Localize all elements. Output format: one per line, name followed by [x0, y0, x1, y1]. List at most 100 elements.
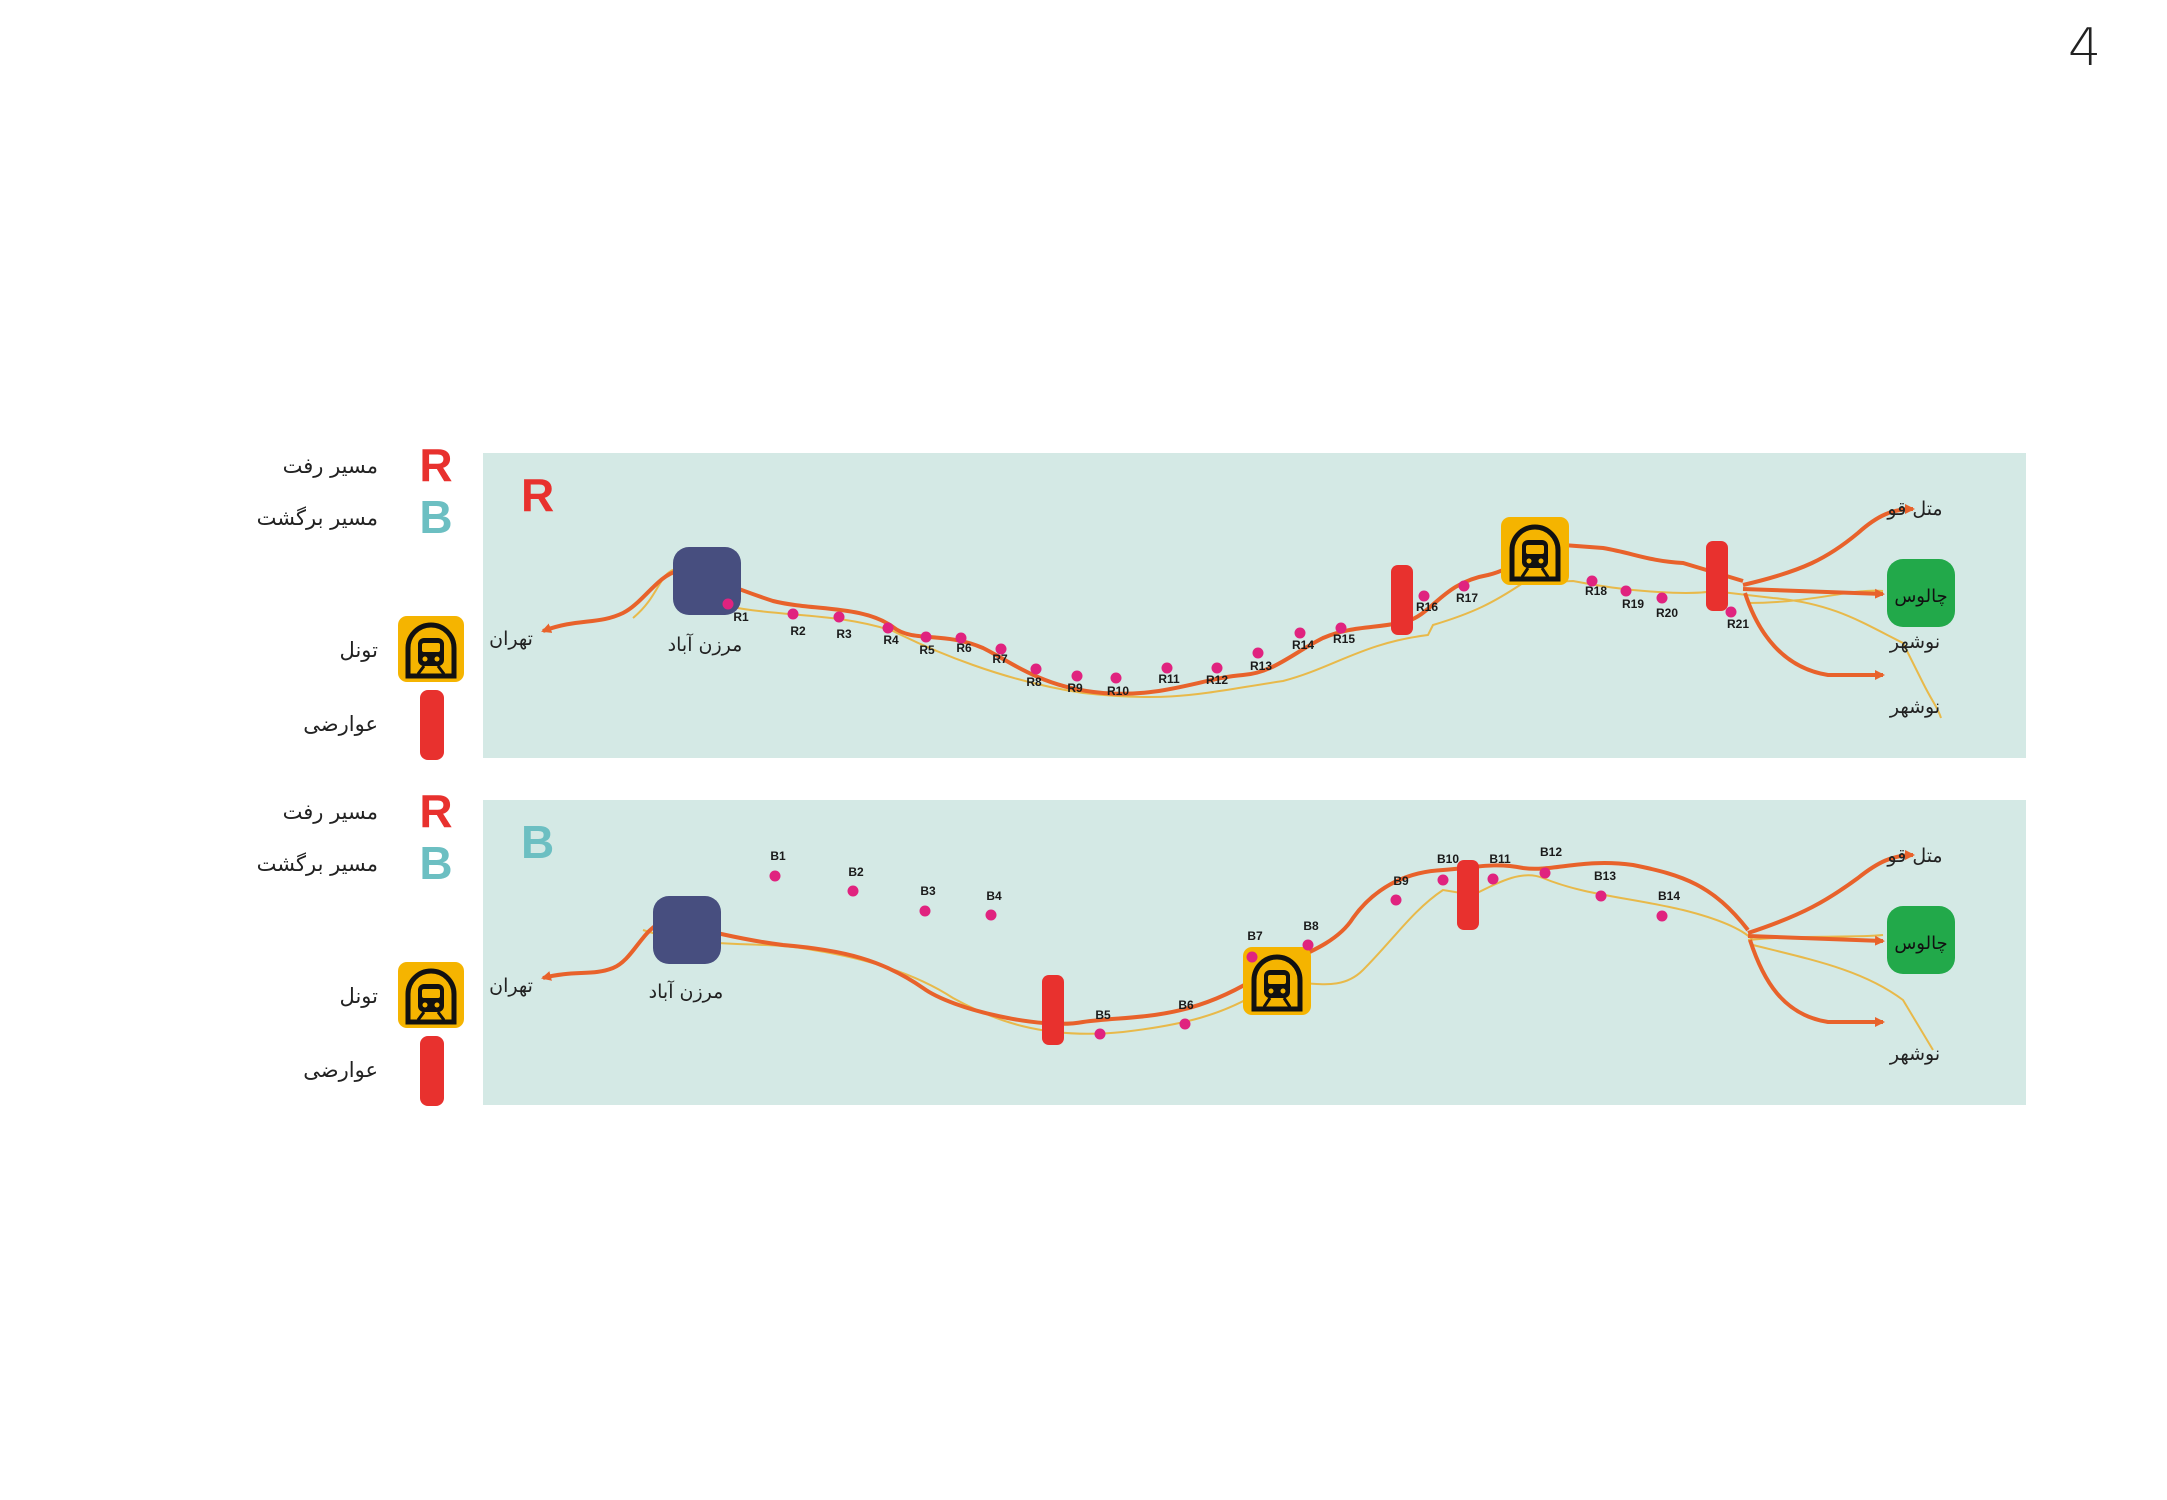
legend-return-letter: B [419, 491, 453, 543]
forward-station-label: R12 [1206, 673, 1228, 687]
return-station-dot [769, 870, 781, 882]
forward-station-dot [722, 598, 734, 610]
legend-forward-row: مسیر رفت R [270, 785, 470, 846]
forward-station-dot [1110, 672, 1122, 684]
legend-return-row: مسیر برگشت B [257, 837, 470, 898]
incident-marker [1391, 565, 1413, 635]
legend-forward-letter: R [419, 785, 453, 837]
place-tehran: تهران [489, 975, 533, 997]
place-metel-qu: متل قو [1886, 498, 1942, 520]
page-number: 4 [2068, 18, 2102, 78]
forward-station-dot [1586, 575, 1598, 587]
legend-incident-row: عوارضی [270, 690, 470, 764]
main-route [662, 861, 1750, 1026]
legend-forward-letter: R [419, 439, 453, 491]
forward-station-dot [1211, 662, 1223, 674]
main-route [1748, 939, 1885, 1027]
forward-station-dot [1335, 622, 1347, 634]
forward-station-label: R20 [1656, 606, 1678, 620]
forward-station-dot [1656, 592, 1668, 604]
return-station-label: B1 [770, 849, 786, 863]
legend-return-label: مسیر برگشت [256, 506, 378, 530]
forward-station-dot [955, 632, 967, 644]
route-map-return: B مرزن آباد تهران چالوس متل قو نوشهر B1B [489, 816, 1955, 1065]
return-station-dot [1437, 874, 1449, 886]
forward-station-label: R19 [1622, 597, 1644, 611]
return-station-label: B11 [1489, 852, 1511, 866]
forward-station-dot [920, 631, 932, 643]
forward-station-label: R7 [992, 652, 1008, 666]
forward-station-dot [882, 622, 894, 634]
place-marzan-abad: مرزن آباد [668, 632, 743, 656]
alternate-route [642, 874, 1754, 1035]
forward-station-label: R1 [733, 610, 749, 624]
return-station-dot [1656, 910, 1668, 922]
forward-station-dot [1418, 590, 1430, 602]
forward-station-label: R9 [1067, 681, 1083, 695]
forward-station-label: R17 [1456, 591, 1478, 605]
main-route [541, 569, 679, 633]
place-nowshahr: نوشهر [1889, 1043, 1940, 1065]
return-station-label: B9 [1393, 874, 1409, 888]
forward-station-dot [1620, 585, 1632, 597]
tunnel-icon [398, 962, 464, 1028]
return-station-label: B4 [986, 889, 1002, 903]
main-route [1747, 850, 1915, 935]
return-station-label: B6 [1178, 998, 1194, 1012]
return-station-label: B12 [1540, 845, 1562, 859]
forward-station-dot [1725, 606, 1737, 618]
legend-tunnel-label: تونل [339, 984, 378, 1008]
forward-station-dot [1252, 647, 1264, 659]
forward-station-label: R10 [1107, 684, 1129, 698]
tunnel-icon [1501, 517, 1569, 585]
incident-marker [1042, 975, 1064, 1045]
incident-marker [1706, 541, 1728, 611]
return-station-label: B10 [1437, 852, 1459, 866]
place-metel-qu: متل قو [1886, 845, 1942, 867]
return-station-dot [1179, 1018, 1191, 1030]
forward-station-label: R3 [836, 627, 852, 641]
place-tehran: تهران [489, 628, 533, 650]
forward-station-label: R15 [1333, 632, 1355, 646]
legend-forward-label: مسیر رفت [282, 800, 378, 824]
chalus-node [1887, 906, 1955, 974]
forward-station-label: R5 [919, 643, 935, 657]
forward-station-dot [833, 611, 845, 623]
alternate-route [1752, 944, 1934, 1051]
place-nowshahr: نوشهر [1889, 631, 1940, 653]
place-marzan-abad: مرزن آباد [649, 979, 724, 1003]
forward-station-label: R14 [1292, 638, 1314, 652]
forward-station-dot [787, 608, 799, 620]
panel-letter: R [521, 469, 554, 521]
return-station-dot [1595, 890, 1607, 902]
forward-station-dot [1458, 580, 1470, 592]
forward-station-label: R18 [1585, 584, 1607, 598]
forward-station-dot [1161, 662, 1173, 674]
return-station-dot [1246, 951, 1258, 963]
forward-station-label: R6 [956, 641, 972, 655]
main-route [1747, 934, 1885, 946]
marzan-abad-node [653, 896, 721, 964]
return-station-label: B2 [848, 865, 864, 879]
tunnel-icon [398, 616, 464, 682]
legend-tunnel-label: تونل [339, 638, 378, 662]
return-station-dot [1487, 873, 1499, 885]
return-station-label: B3 [920, 884, 936, 898]
return-station-dot [1094, 1028, 1106, 1040]
legend-forward-label: مسیر رفت [282, 454, 378, 478]
panel-letter: B [521, 816, 554, 868]
main-route [1742, 504, 1915, 587]
return-station-label: B14 [1658, 889, 1680, 903]
return-station-dot [919, 905, 931, 917]
forward-station-dot [995, 643, 1007, 655]
forward-station-dot [1030, 663, 1042, 675]
return-station-label: B13 [1594, 869, 1616, 883]
legend-incident-label: عوارضی [303, 1058, 378, 1082]
legend-incident-label: عوارضی [303, 712, 378, 736]
place-chalus: چالوس [1894, 933, 1947, 954]
marzan-abad-node [673, 547, 741, 615]
return-station-label: B5 [1095, 1008, 1111, 1022]
